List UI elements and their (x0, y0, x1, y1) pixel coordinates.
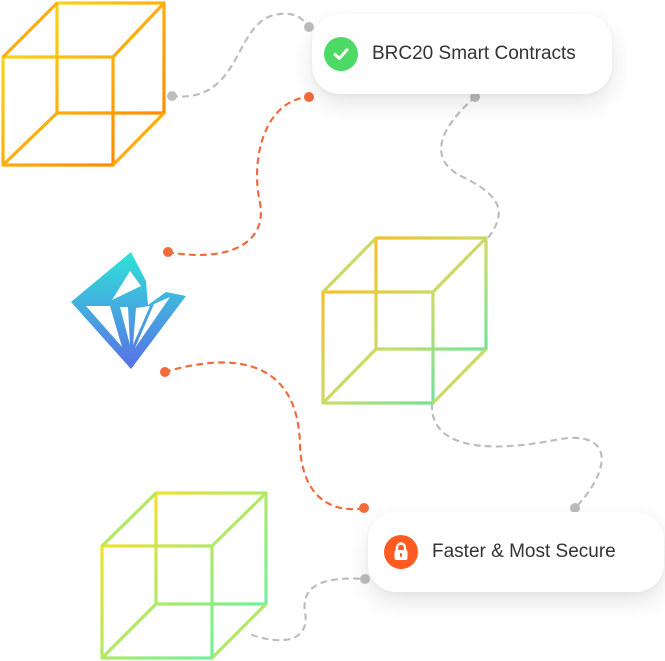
connector-dot (304, 22, 314, 32)
connector-dot (570, 503, 580, 513)
connector-dot (359, 503, 369, 513)
connector-dot (360, 574, 370, 584)
card-label: BRC20 Smart Contracts (372, 43, 576, 64)
brc20-smart-contracts-card: BRC20 Smart Contracts (312, 14, 612, 94)
card-label: Faster & Most Secure (432, 541, 616, 562)
wireframe-cube-icon (100, 491, 268, 660)
connector-dot (470, 92, 480, 102)
connector-cube2-to-card (430, 402, 603, 510)
connector-card-to-cube2 (440, 95, 500, 240)
faster-most-secure-card: Faster & Most Secure (368, 512, 664, 592)
lock-icon (384, 535, 418, 569)
wireframe-cube-icon (1, 1, 166, 167)
connector-cube1-to-card (170, 12, 311, 98)
diamond-logo-icon (71, 252, 186, 369)
connector-dot (167, 91, 177, 101)
connector-logo-top (166, 95, 311, 256)
connector-dot (160, 367, 170, 377)
wireframe-cube-icon (321, 236, 488, 405)
check-icon (324, 37, 358, 71)
connector-logo-bottom (163, 361, 366, 511)
connector-dot (304, 92, 314, 102)
connector-dot (163, 247, 173, 257)
connector-cube3-to-card (250, 577, 367, 642)
